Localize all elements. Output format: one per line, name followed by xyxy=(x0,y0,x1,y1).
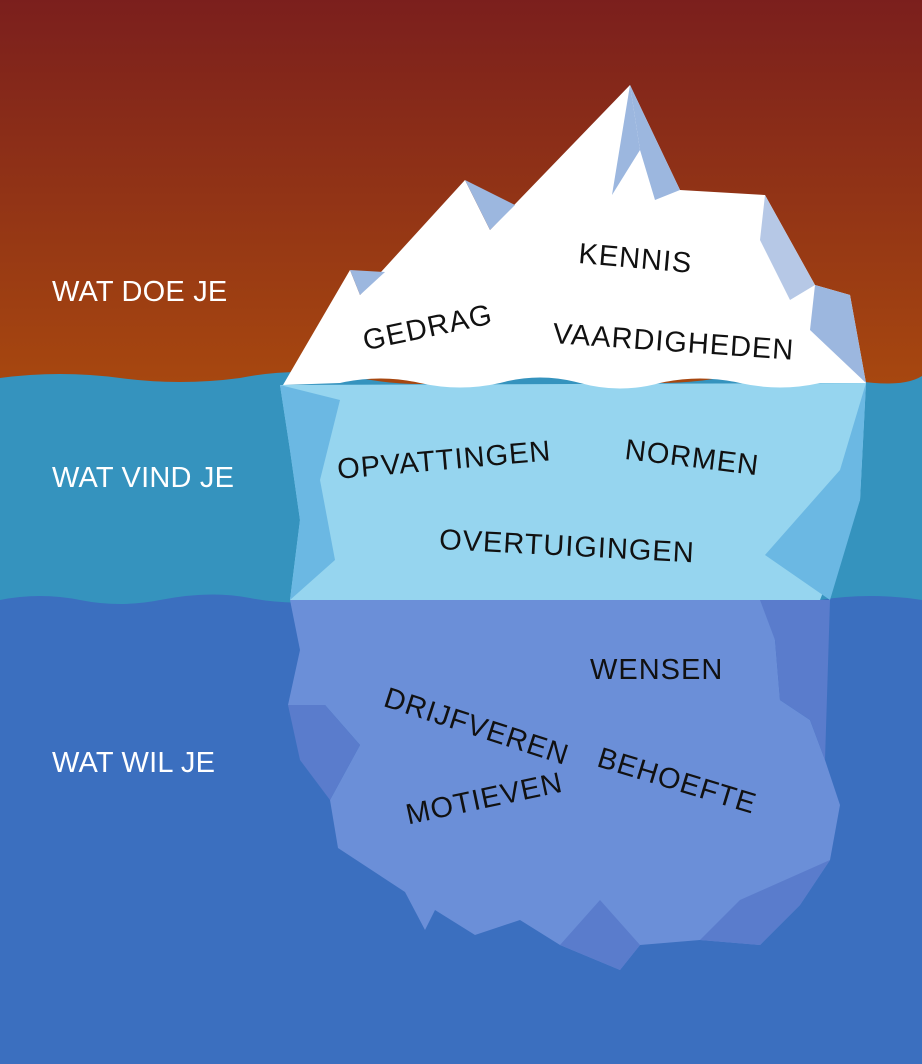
ice-top-facet xyxy=(760,195,815,300)
ice-top-facet xyxy=(350,270,385,295)
ice-deep-facet xyxy=(560,900,640,970)
ice-middle-body xyxy=(280,383,866,600)
layer-label-motives: WAT WIL JE xyxy=(52,747,216,779)
ice-deep-facet xyxy=(288,705,360,800)
ice-middle-facet xyxy=(765,383,866,600)
layer-label-behavior: WAT DOE JE xyxy=(52,276,228,308)
layer-label-values: WAT VIND JE xyxy=(52,462,235,494)
ice-top-facet xyxy=(465,180,515,230)
word-wensen: WENSEN xyxy=(590,654,724,686)
ice-deep-facet xyxy=(700,860,830,945)
ice-top-body xyxy=(283,85,866,389)
ice-top-facet xyxy=(630,85,680,200)
ice-top-facet xyxy=(612,85,640,195)
ice-deep-body xyxy=(288,600,840,970)
ice-deep-facet xyxy=(760,600,830,760)
ice-middle-facet xyxy=(280,385,340,600)
ice-top-facet xyxy=(810,285,866,383)
